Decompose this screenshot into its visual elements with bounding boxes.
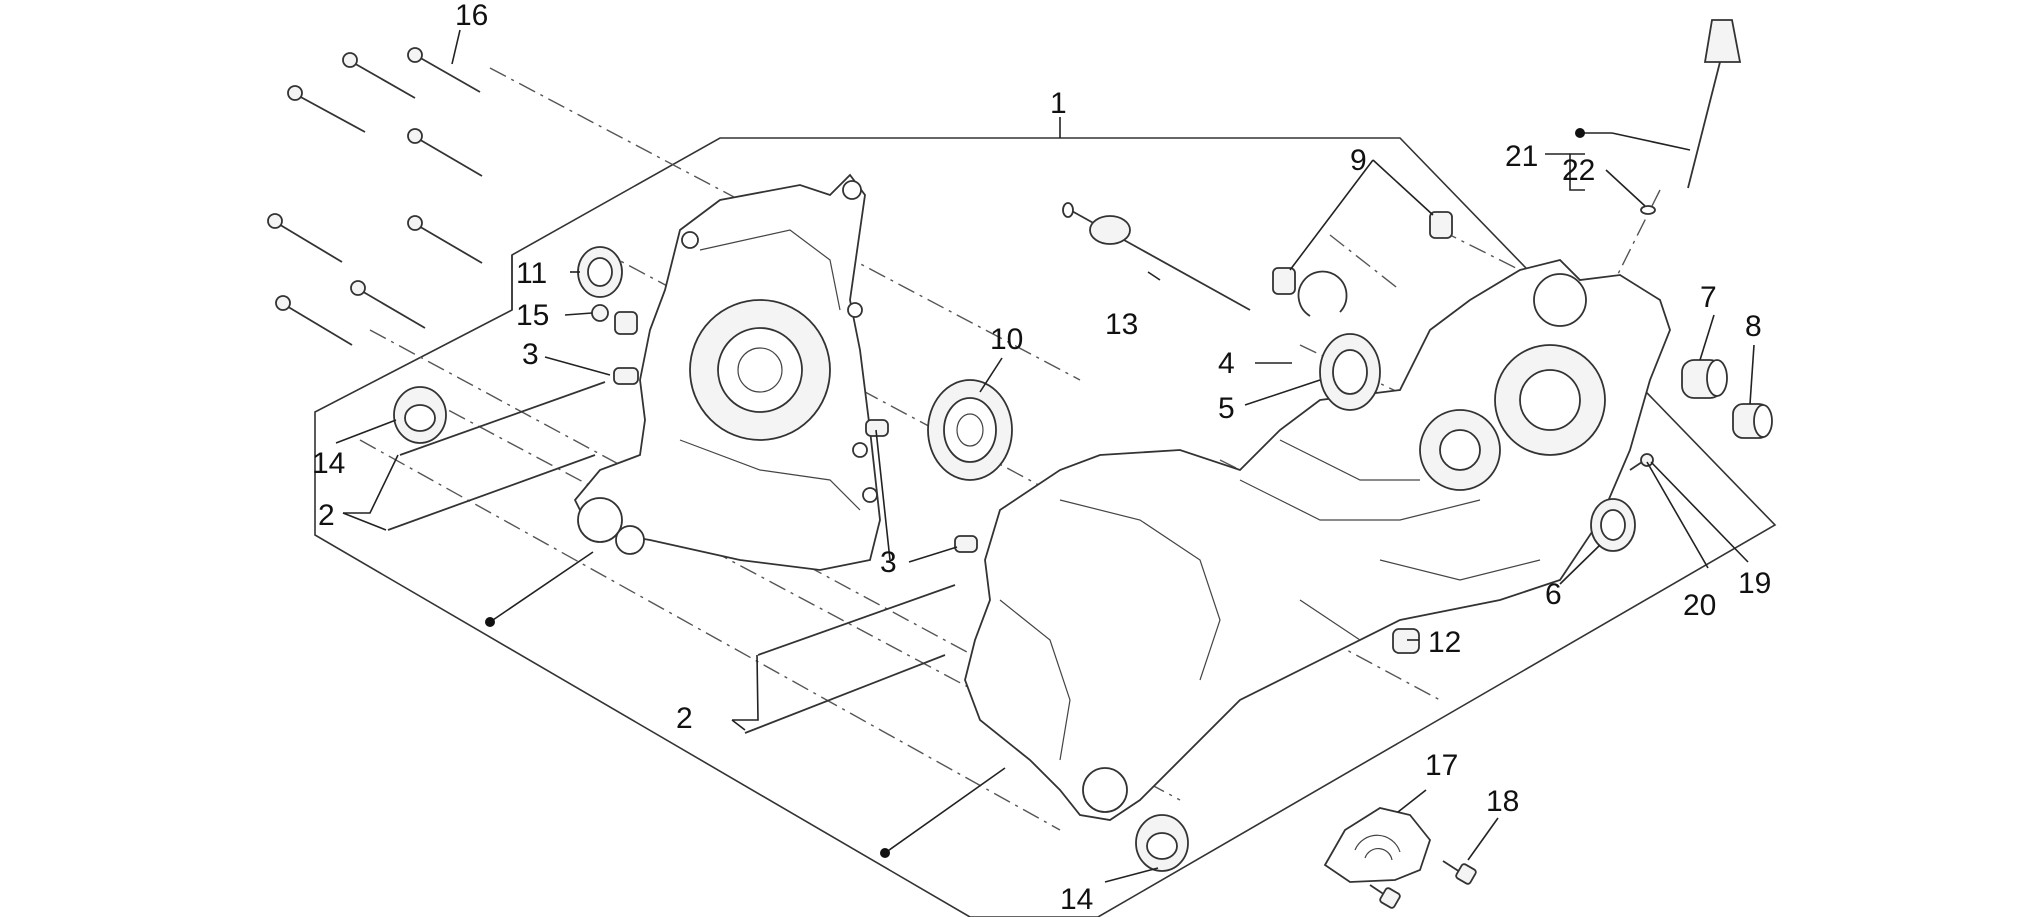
washer-22 — [1640, 205, 1656, 215]
callout-4: 4 — [1218, 347, 1235, 380]
dipstick-21 — [1640, 19, 1742, 215]
callout-21: 21 — [1505, 140, 1538, 173]
bolts-16 — [267, 47, 483, 346]
callout-6: 6 — [1545, 578, 1562, 611]
bush-3c — [954, 535, 978, 553]
bolt — [407, 128, 483, 177]
bolt — [275, 295, 353, 346]
dowel-9a — [1272, 267, 1296, 295]
callout-2b: 2 — [676, 702, 693, 735]
callout-22: 22 — [1562, 154, 1595, 187]
bolt-18b — [1369, 884, 1401, 909]
callout-19: 19 — [1738, 567, 1771, 600]
bolt — [267, 213, 343, 263]
callout-18: 18 — [1486, 785, 1519, 818]
oil-seal-11 — [577, 246, 623, 298]
group-dot — [1575, 128, 1585, 138]
pad-12 — [1392, 628, 1420, 654]
callout-labels: 1 16 14 2 11 15 3 3 10 13 4 5 9 12 2 14 … — [312, 0, 1771, 916]
callout-20: 20 — [1683, 589, 1716, 622]
callout-16: 16 — [455, 0, 488, 32]
bush-3a — [613, 367, 639, 385]
group-dot — [880, 848, 890, 858]
screw-19 — [1629, 453, 1654, 471]
callout-7: 7 — [1700, 281, 1717, 314]
callout-14b: 14 — [1060, 883, 1093, 916]
shaft-13 — [1062, 202, 1251, 311]
bolt — [350, 280, 426, 329]
callout-15: 15 — [516, 299, 549, 332]
silent-block-14a — [393, 386, 447, 444]
callout-14a: 14 — [312, 447, 345, 480]
bolt-18a — [1442, 860, 1477, 885]
bush-7 — [1681, 359, 1728, 399]
bolt — [342, 52, 416, 99]
callout-3b: 3 — [880, 546, 897, 579]
seal-6 — [1590, 498, 1636, 552]
callout-8: 8 — [1745, 310, 1762, 343]
leader-lines — [335, 29, 1755, 883]
callout-9: 9 — [1350, 144, 1367, 177]
callout-17: 17 — [1425, 749, 1458, 782]
circlip-4 — [1297, 270, 1348, 317]
cover-plate-17 — [1323, 807, 1432, 883]
callout-3a: 3 — [522, 338, 539, 371]
callout-11: 11 — [516, 257, 547, 290]
bolt — [407, 215, 483, 264]
dowel-9b — [1429, 211, 1453, 239]
silent-block-14b — [1135, 814, 1189, 872]
bolt — [407, 47, 481, 93]
bearing-5 — [1319, 333, 1381, 411]
callout-5: 5 — [1218, 392, 1235, 425]
oil-seal-10 — [927, 379, 1013, 481]
callout-1: 1 — [1050, 87, 1067, 120]
right-crankcase-half — [964, 259, 1671, 821]
group-dot — [485, 617, 495, 627]
callout-13: 13 — [1105, 308, 1138, 341]
callout-2a: 2 — [318, 499, 335, 532]
callout-10: 10 — [990, 323, 1023, 356]
plug-15 — [591, 304, 638, 335]
callout-12: 12 — [1428, 626, 1461, 659]
bolt — [287, 85, 366, 133]
bush-8 — [1732, 403, 1773, 439]
left-crankcase-half — [573, 173, 881, 571]
studs-2 — [387, 381, 956, 734]
